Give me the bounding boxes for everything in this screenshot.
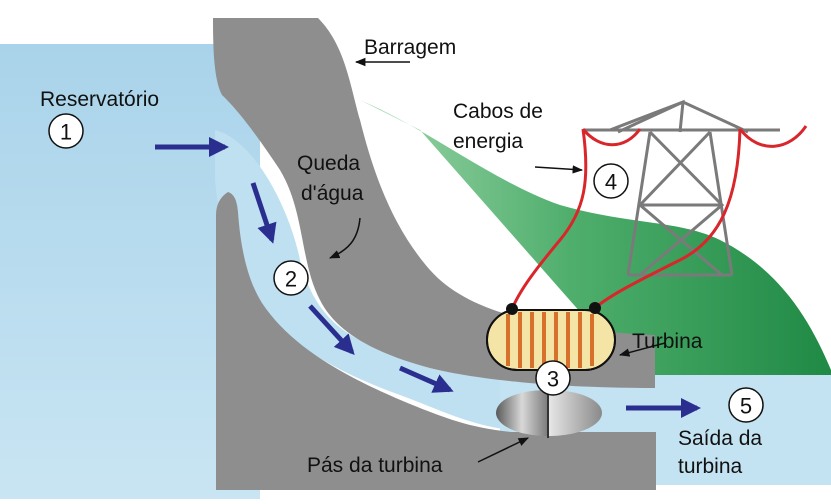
flow-arrows: [155, 137, 701, 418]
turbine-generator: [486, 302, 616, 371]
label-power-cables-line2: energia: [453, 130, 523, 153]
transmission-tower: [585, 99, 780, 277]
label-power-cables-line1: Cabos de: [453, 100, 543, 123]
label-reservoir: Reservatório: [40, 88, 159, 111]
hill: [360, 100, 831, 380]
svg-text:5: 5: [740, 394, 752, 419]
step-marker-4: 4: [593, 163, 629, 199]
label-outlet-line2: turbina: [678, 455, 743, 478]
label-outlet-line1: Saída da: [678, 427, 762, 450]
step-marker-1: 1: [48, 113, 84, 149]
step-marker-2: 2: [273, 260, 309, 296]
svg-text:1: 1: [60, 120, 72, 145]
dam-upper: [213, 18, 655, 388]
svg-text:4: 4: [605, 170, 617, 195]
label-turbine: Turbina: [632, 330, 703, 353]
flow-arrow: [398, 365, 454, 393]
leader-arrows: [329, 57, 666, 463]
step-marker-5: 5: [728, 387, 764, 423]
penstock-water: [215, 130, 650, 430]
svg-text:3: 3: [547, 367, 559, 392]
label-waterfall-line1: Queda: [297, 152, 360, 175]
svg-text:2: 2: [285, 267, 297, 292]
cables-pointer: [534, 165, 584, 174]
flow-arrow: [250, 182, 277, 244]
label-turbine-blades: Pás da turbina: [307, 454, 443, 477]
flow-arrow: [308, 304, 355, 355]
turbine-blades: [496, 386, 602, 438]
label-dam: Barragem: [364, 36, 456, 59]
waterfall-pointer: [329, 217, 361, 259]
turbine-pointer: [618, 342, 666, 357]
step-marker-3: 3: [535, 360, 571, 396]
label-waterfall-line2: d'água: [301, 182, 364, 205]
power-cables: [510, 125, 808, 310]
dam-base: [216, 192, 656, 490]
blades-pointer: [477, 437, 529, 463]
